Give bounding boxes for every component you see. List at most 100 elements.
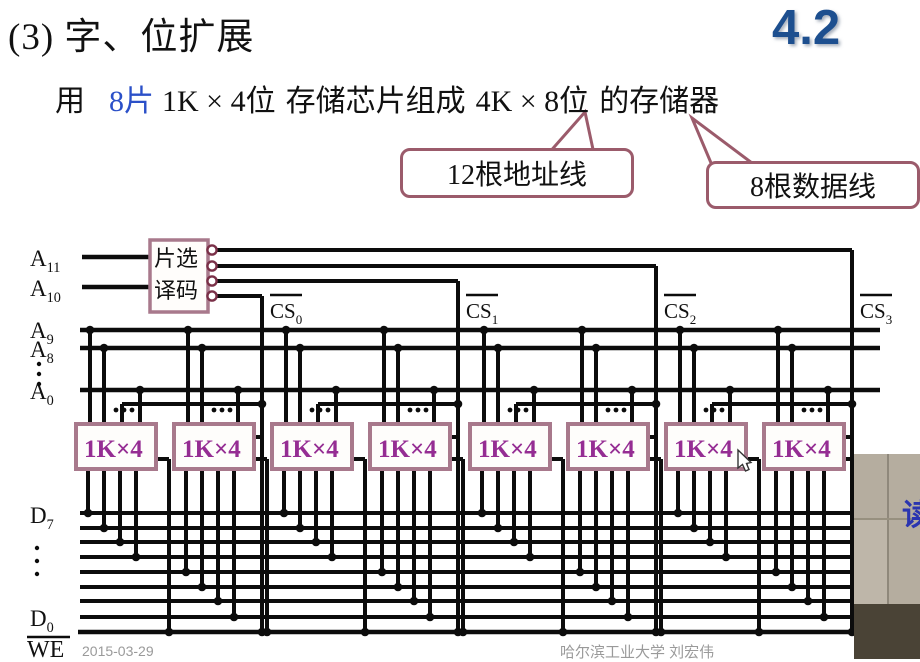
cs-label-1: CS1 bbox=[466, 299, 498, 327]
junction-dot bbox=[229, 612, 239, 622]
addr-ellipsis-dot bbox=[219, 407, 225, 413]
junction-dot bbox=[575, 567, 585, 577]
junction-dot bbox=[213, 596, 223, 606]
junction-dot bbox=[773, 325, 783, 335]
addr-ellipsis-dot bbox=[703, 407, 709, 413]
addr-ellipsis-dot bbox=[129, 407, 135, 413]
decoder-output-bubble bbox=[206, 290, 218, 302]
addr-ellipsis-dot bbox=[227, 407, 233, 413]
junction-dot bbox=[327, 552, 337, 562]
junction-dot bbox=[787, 582, 797, 592]
junction-dot bbox=[257, 399, 267, 409]
statement-total-spec: 4K × 8位 bbox=[475, 85, 590, 118]
memory-chip-label-8: 1K×4 bbox=[772, 436, 831, 463]
memory-chip-label-5: 1K×4 bbox=[478, 436, 537, 463]
memory-chip-3 bbox=[270, 422, 354, 471]
junction-dot bbox=[651, 399, 661, 409]
label-a8: A8 bbox=[30, 337, 54, 367]
addr-ellipsis-dot bbox=[801, 407, 807, 413]
junction-dot bbox=[115, 537, 125, 547]
junction-dot bbox=[393, 343, 403, 353]
junction-dot bbox=[529, 385, 539, 395]
label-a11: A11 bbox=[30, 246, 60, 276]
wall-seam-horizontal bbox=[854, 518, 920, 520]
addr-ellipsis-dot bbox=[817, 407, 823, 413]
junction-dot bbox=[99, 523, 109, 533]
decoder-output-bubble bbox=[206, 275, 218, 287]
mouse-cursor bbox=[737, 448, 753, 472]
decoder-output-bubble bbox=[206, 244, 218, 256]
addr-ellipsis-dot bbox=[523, 407, 529, 413]
callout-data-text: 8根数据线 bbox=[749, 172, 876, 203]
footer-date: 2015-03-29 bbox=[82, 643, 154, 659]
junction-dot bbox=[453, 399, 463, 409]
memory-chip-label-6: 1K×4 bbox=[576, 436, 635, 463]
junction-dot bbox=[725, 385, 735, 395]
statement-chip-count: 8片 bbox=[109, 85, 154, 118]
addr-ellipsis-dot bbox=[113, 407, 119, 413]
decoder-label-line2: 译码 bbox=[154, 278, 198, 303]
junction-dot bbox=[675, 325, 685, 335]
junction-dot bbox=[379, 325, 389, 335]
callout-address-text: 12根地址线 bbox=[446, 160, 587, 191]
junction-dot bbox=[787, 343, 797, 353]
addr-vertical-ellipsis-dot bbox=[36, 361, 42, 367]
label-a0: A0 bbox=[30, 379, 54, 409]
addr-ellipsis-dot bbox=[507, 407, 513, 413]
junction-dot bbox=[803, 596, 813, 606]
callout-address-lines: 12根地址线 bbox=[400, 148, 634, 198]
addr-ellipsis-dot bbox=[605, 407, 611, 413]
video-dark-bottom bbox=[854, 604, 920, 659]
decoder-label-line1: 片选 bbox=[154, 246, 198, 271]
junction-dot bbox=[689, 523, 699, 533]
memory-chip-label-7: 1K×4 bbox=[674, 436, 733, 463]
junction-dot bbox=[409, 596, 419, 606]
callout-data-lines: 8根数据线 bbox=[706, 161, 920, 209]
data-vertical-ellipsis-dot bbox=[34, 545, 40, 551]
wall-panel bbox=[854, 520, 887, 606]
chip-select-decoder-box bbox=[148, 238, 210, 314]
junction-dot bbox=[233, 385, 243, 395]
footer-author: 哈尔滨工业大学 刘宏伟 bbox=[560, 644, 715, 661]
memory-chip-5 bbox=[468, 422, 552, 471]
junction-dot bbox=[623, 612, 633, 622]
junction-dot bbox=[627, 385, 637, 395]
junction-dot bbox=[705, 537, 715, 547]
label-d0: D0 bbox=[30, 606, 54, 636]
junction-dot bbox=[493, 523, 503, 533]
addr-ellipsis-dot bbox=[423, 407, 429, 413]
junction-dot bbox=[558, 627, 568, 637]
memory-chip-8 bbox=[762, 422, 846, 471]
junction-dot bbox=[591, 343, 601, 353]
addr-ellipsis-dot bbox=[621, 407, 627, 413]
junction-dot bbox=[181, 567, 191, 577]
junction-dot bbox=[754, 627, 764, 637]
junction-dot bbox=[377, 567, 387, 577]
addr-ellipsis-dot bbox=[211, 407, 217, 413]
junction-dot bbox=[493, 343, 503, 353]
junction-dot bbox=[429, 385, 439, 395]
addr-ellipsis-dot bbox=[809, 407, 815, 413]
junction-dot bbox=[577, 325, 587, 335]
junction-dot bbox=[689, 343, 699, 353]
addr-ellipsis-dot bbox=[407, 407, 413, 413]
junction-dot bbox=[83, 508, 93, 518]
cs-label-0: CS0 bbox=[270, 299, 303, 327]
statement-prefix: 用 bbox=[55, 85, 85, 118]
addr-ellipsis-dot bbox=[121, 407, 127, 413]
junction-dot bbox=[393, 582, 403, 592]
memory-chip-label-4: 1K×4 bbox=[378, 436, 437, 463]
memory-chip-6 bbox=[566, 422, 650, 471]
label-d7: D7 bbox=[30, 503, 54, 533]
addr-ellipsis-dot bbox=[309, 407, 315, 413]
cs-label-2: CS2 bbox=[664, 299, 696, 327]
addr-vertical-ellipsis-dot bbox=[36, 381, 42, 387]
addr-ellipsis-dot bbox=[415, 407, 421, 413]
junction-dot bbox=[509, 537, 519, 547]
junction-dot bbox=[164, 627, 174, 637]
lecturer-video-overlay: 读 bbox=[854, 454, 920, 659]
junction-dot bbox=[331, 385, 341, 395]
